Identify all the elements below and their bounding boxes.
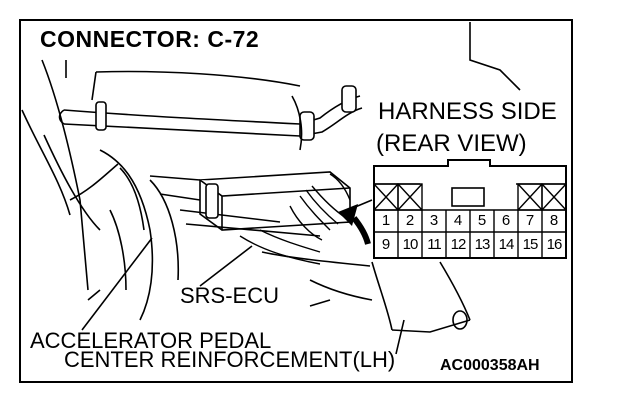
connector-pin-grid xyxy=(373,183,567,258)
leader-lines xyxy=(81,237,405,355)
pin-number: 5 xyxy=(477,212,487,229)
pin-number: 8 xyxy=(549,212,559,229)
pin-number: 3 xyxy=(429,212,439,229)
figure-code: AC000358AH xyxy=(440,357,540,374)
srs-ecu-label: SRS-ECU xyxy=(180,283,280,308)
connector-title: CONNECTOR: C-72 xyxy=(40,26,260,52)
pin-number: 2 xyxy=(405,212,415,229)
blank-slot xyxy=(541,183,567,211)
dashboard-outline xyxy=(21,22,521,291)
blank-slot-cross xyxy=(517,183,543,211)
pin-number: 1 xyxy=(381,212,391,229)
accelerator-pedal-label: ACCELERATOR PEDAL xyxy=(30,328,272,353)
pin-number: 4 xyxy=(453,212,463,229)
blank-slot xyxy=(397,183,423,211)
pin-number: 9 xyxy=(381,236,391,253)
pin-number: 6 xyxy=(501,212,511,229)
rear-view-label: (REAR VIEW) xyxy=(376,130,527,157)
pin-number: 15 xyxy=(522,236,539,253)
support-bar xyxy=(58,85,363,151)
figure-frame xyxy=(19,19,573,383)
blank-slot-cross xyxy=(397,183,423,211)
pin-number: 11 xyxy=(427,236,442,253)
pin-number: 13 xyxy=(474,236,491,253)
blank-slot-cross xyxy=(373,183,399,211)
center-reinforcement-label: CENTER REINFORCEMENT(LH) xyxy=(64,347,396,372)
left-structure xyxy=(69,149,180,321)
harness-side-label: HARNESS SIDE xyxy=(378,98,557,125)
srs-ecu-body xyxy=(149,171,351,237)
pin-number: 14 xyxy=(498,236,515,253)
pin-number: 7 xyxy=(525,212,535,229)
connector-arrow xyxy=(338,199,373,245)
pin-number: 12 xyxy=(450,236,467,253)
harness-wires xyxy=(239,173,351,265)
pin-number: 16 xyxy=(546,236,563,253)
reinforcement-outline xyxy=(261,251,471,333)
pin-number: 10 xyxy=(402,236,419,253)
blank-slot-cross xyxy=(541,183,567,211)
